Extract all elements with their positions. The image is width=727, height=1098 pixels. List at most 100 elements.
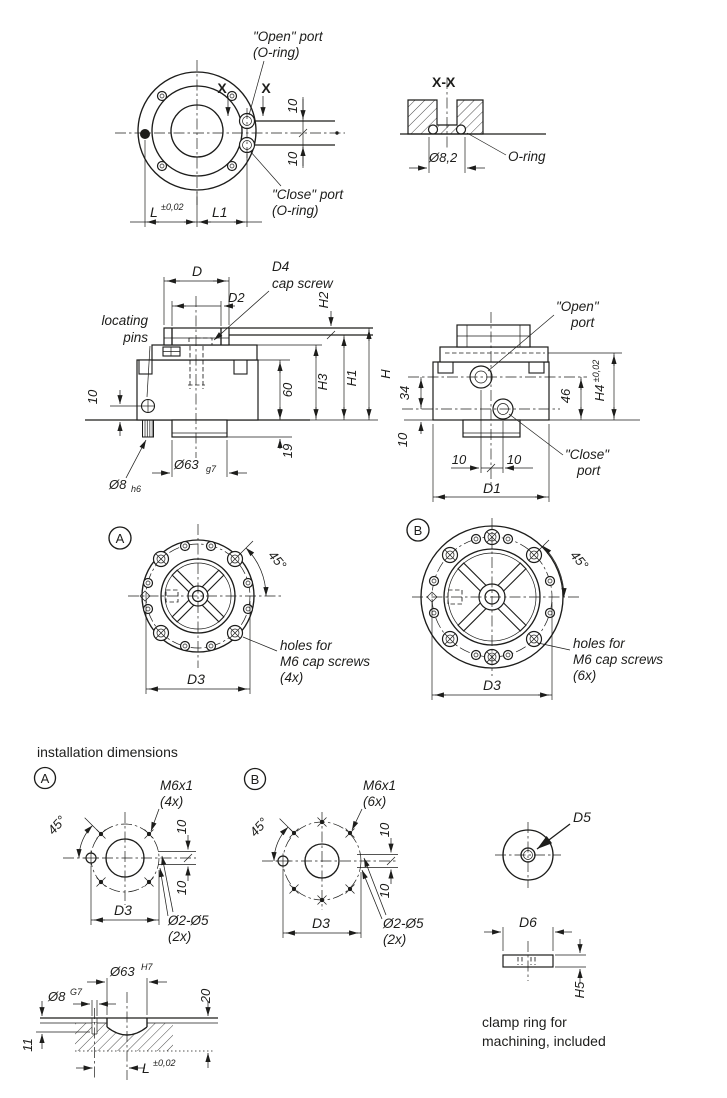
pin-label2: (2x) xyxy=(168,929,191,944)
section-marker-left: X xyxy=(217,80,227,96)
open-label2: port xyxy=(570,315,596,330)
hatched-ground xyxy=(75,1023,173,1051)
pin-hole-mark xyxy=(274,852,292,870)
dim-L: L xyxy=(150,204,158,220)
cap-screw-head-hidden xyxy=(188,337,213,346)
locating-pin-dot xyxy=(140,129,150,139)
dim-pin-offset: 10 xyxy=(85,389,100,404)
installation-title: installation dimensions xyxy=(37,744,178,760)
m6-hole xyxy=(152,550,170,568)
dim-H: H xyxy=(378,369,393,379)
top-view: X X 10 10 "Open" port (O-ring) "Close" p… xyxy=(115,29,345,227)
m6-hole xyxy=(152,624,170,642)
dim-H2: H2 xyxy=(316,291,331,308)
open-port-label: "Open" port xyxy=(253,29,324,44)
m6-thread-mark xyxy=(96,877,106,887)
clamp-ring-caption1: clamp ring for xyxy=(482,1014,567,1030)
hatched-block xyxy=(407,99,484,135)
locating-pin-side xyxy=(140,398,156,438)
pin-label2: (2x) xyxy=(383,932,406,947)
m6-hole xyxy=(525,630,543,648)
oring-leader xyxy=(466,132,507,156)
flange-hole xyxy=(226,90,238,102)
dim-10-bottom: 10 xyxy=(174,880,189,895)
dim-10-a: 10 xyxy=(452,452,467,467)
holes-label1: holes for xyxy=(573,636,625,651)
close-leader xyxy=(508,413,564,456)
dim-D6: D6 xyxy=(519,914,537,930)
install-b-balloon xyxy=(243,767,267,791)
locating-leader xyxy=(146,345,151,398)
m6-hole xyxy=(226,624,244,642)
view-b-balloon xyxy=(406,518,430,542)
thread-label2: (6x) xyxy=(363,794,386,809)
dim-45: 45° xyxy=(45,813,69,838)
close-port-label: "Close" port xyxy=(272,187,344,202)
m6-thread-mark xyxy=(144,877,154,887)
clamp-ring-view: D5 D6 H5 clamp ring for machining, inclu… xyxy=(482,809,606,1049)
oring-label: O-ring xyxy=(508,149,546,164)
open-label1: "Open" xyxy=(556,299,600,314)
dim-bore-fit: H7 xyxy=(141,962,153,972)
bore-section-view: Ø63 H7 Ø8 G7 20 11 L ±0,02 xyxy=(20,962,218,1080)
d5-leader xyxy=(536,823,571,850)
holes-label3: (4x) xyxy=(280,670,303,685)
view-a: A 45° D3 holes for M6 cap screws (4x) xyxy=(108,524,370,694)
dim-46: 46 xyxy=(558,388,573,403)
open-leader xyxy=(487,314,555,372)
m6-thread-mark xyxy=(345,828,355,838)
holes-leader xyxy=(537,642,571,651)
cap-screw-label2: cap screw xyxy=(272,276,334,291)
oring-left xyxy=(427,124,439,135)
dim-10-left: 10 xyxy=(395,432,410,447)
clamp-ring-caption2: machining, included xyxy=(482,1033,606,1049)
install-a-label: A xyxy=(41,771,50,786)
cap-screw-label1: D4 xyxy=(272,259,289,274)
locating-label2: pins xyxy=(122,330,148,345)
dim-spigot-dia: Ø63 xyxy=(173,457,199,472)
close-label1: "Close" xyxy=(565,447,610,462)
close-port-label2: (O-ring) xyxy=(272,203,319,218)
holes-label3: (6x) xyxy=(573,668,596,683)
locating-label1: locating xyxy=(101,313,148,328)
dim-10-bottom: 10 xyxy=(285,151,300,166)
section-xx-view: X-X Ø8,2 O-ring xyxy=(400,74,546,173)
close-label2: port xyxy=(576,463,602,478)
view-a-label: A xyxy=(116,531,125,546)
install-view-b: B 10 10 M6x1 (6x) 45° D3 Ø2-Ø5 (2x) xyxy=(243,767,424,947)
thread-label2: (4x) xyxy=(160,794,183,809)
holes-leader xyxy=(242,636,278,652)
dim-spigot-fit: g7 xyxy=(206,464,217,474)
flange-hole xyxy=(226,160,238,172)
holes-label2: M6 cap screws xyxy=(573,652,663,667)
dim-8-2: Ø8,2 xyxy=(428,150,458,165)
dim-pin-depth: 11 xyxy=(20,1038,35,1052)
open-port-leader xyxy=(248,60,265,116)
dim-bore: Ø63 xyxy=(109,964,135,979)
close-port-leader xyxy=(249,150,282,187)
dim-10-bottom: 10 xyxy=(377,883,392,898)
m6-thread-mark xyxy=(144,829,154,839)
dim-pin: Ø8 xyxy=(47,989,66,1004)
clamp-plate xyxy=(163,327,230,346)
dim-H4-tol: ±0,02 xyxy=(591,360,601,382)
dim-D: D xyxy=(192,263,202,279)
dim-10-top: 10 xyxy=(377,822,392,837)
dim-D3: D3 xyxy=(483,677,501,693)
oring-right xyxy=(455,124,467,135)
view-b: B 45° D3 holes for M6 cap screws (6x) xyxy=(406,518,663,700)
dim-60: 60 xyxy=(280,382,295,397)
dim-L: L xyxy=(142,1060,150,1076)
dim-10-top: 10 xyxy=(285,98,300,113)
dim-10-b: 10 xyxy=(507,452,522,467)
m6-hole xyxy=(441,546,459,564)
pin-label1: Ø2-Ø5 xyxy=(382,916,424,931)
m6-thread-mark xyxy=(289,884,299,894)
view-a-balloon xyxy=(108,526,132,550)
pin-label1: Ø2-Ø5 xyxy=(167,913,209,928)
dim-pin-fit: G7 xyxy=(70,987,83,997)
install-b-label: B xyxy=(251,772,260,787)
dim-depth: 20 xyxy=(198,988,213,1004)
section-marker-right: X xyxy=(261,80,271,96)
